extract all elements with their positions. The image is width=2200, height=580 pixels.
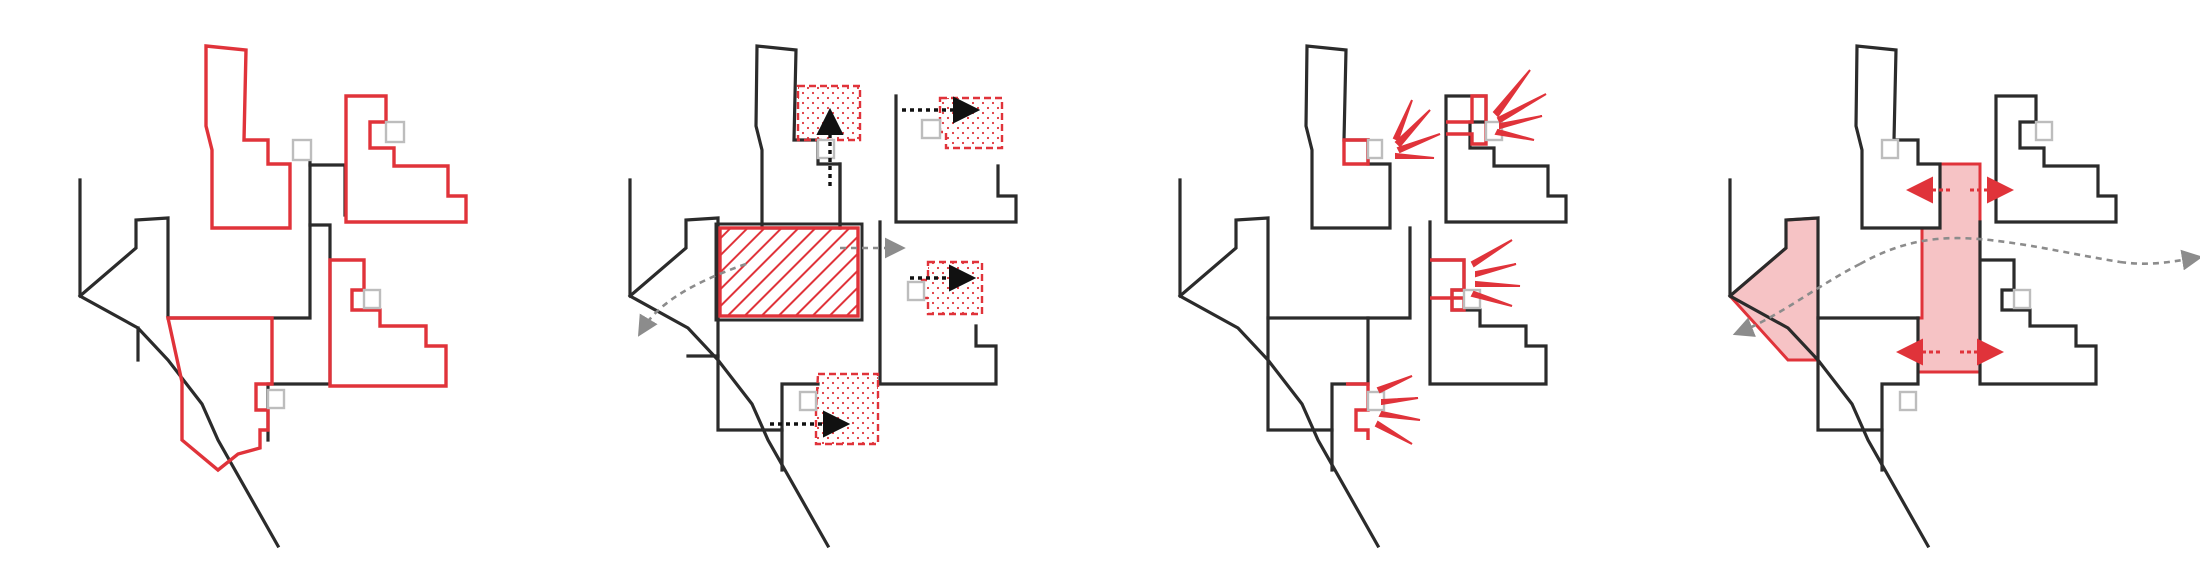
pink-zone-center: [1916, 162, 1982, 374]
panel-program-zones: [0, 0, 550, 580]
view-window-2: [1446, 69, 1547, 146]
gray-tabs: [1880, 120, 2054, 412]
panel-1-drawing: [77, 44, 468, 549]
view-window-1: [1342, 99, 1441, 166]
panel-connections: [1650, 0, 2200, 580]
panel-4-drawing: [1727, 44, 2200, 549]
site-outline: [627, 44, 1018, 549]
site-outline: [1177, 44, 1568, 549]
lower-left-grid-zone: [165, 316, 286, 473]
dot-zone-top-right: [920, 96, 1004, 150]
gray-dashed-flow: [1732, 236, 2200, 337]
view-burst-1: [1392, 99, 1441, 159]
panel-2-drawing: [627, 44, 1018, 549]
panel-circulation: [550, 0, 1100, 580]
lower-right-dot-zone: [328, 258, 448, 388]
dot-zone-mid-right: [906, 260, 984, 316]
panel-3-drawing: [1177, 44, 1568, 549]
pink-zone-left: [1727, 216, 1820, 362]
view-window-3: [1430, 239, 1521, 312]
upper-right-grid-zone: [344, 94, 468, 224]
black-dotted-arrows: [770, 96, 981, 438]
view-window-4: [1346, 375, 1421, 445]
upper-left-dot-zone: [204, 44, 313, 230]
panel-views: [1100, 0, 1650, 580]
red-double-arrows: [1896, 176, 2014, 366]
view-burst-3: [1470, 239, 1521, 307]
hatched-central-block: [714, 222, 864, 322]
view-burst-2: [1492, 69, 1547, 141]
view-burst-4: [1374, 375, 1421, 445]
gray-dashed-flow: [637, 237, 906, 337]
